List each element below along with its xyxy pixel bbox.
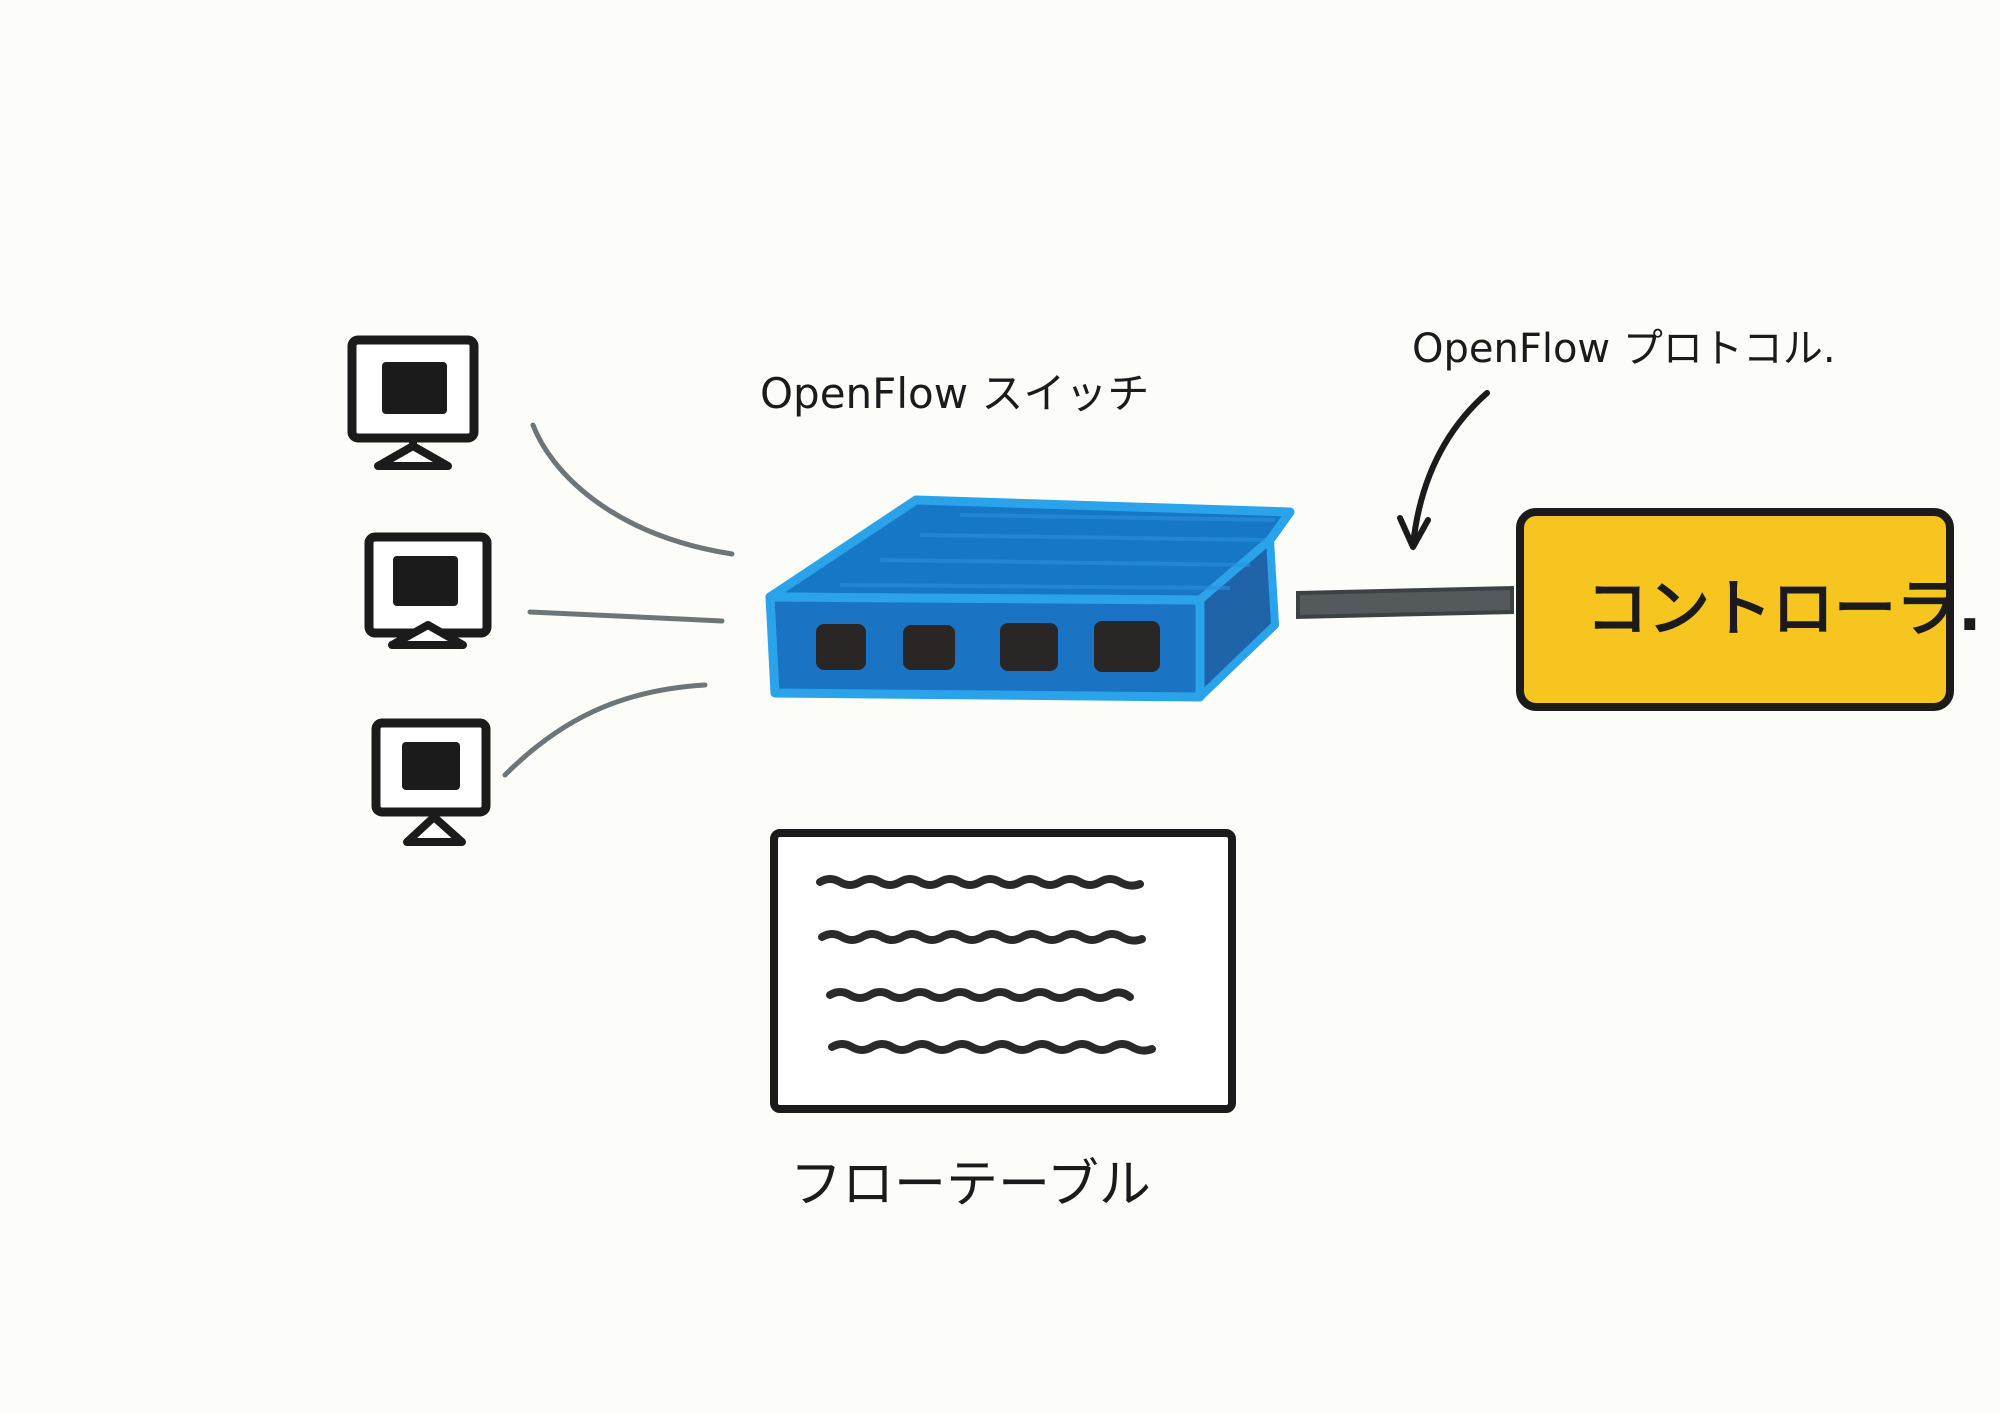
monitor-base xyxy=(403,813,466,846)
controller-cable xyxy=(1296,585,1514,620)
host-computer-2 xyxy=(364,532,492,649)
protocol-arrow xyxy=(1397,390,1490,550)
flow-table-rows xyxy=(816,875,1156,1055)
link-host-1 xyxy=(530,422,735,557)
flow-entry-1 xyxy=(816,875,1144,890)
protocol-label: OpenFlow プロトコル. xyxy=(1412,326,1836,372)
flow-entry-4 xyxy=(828,1040,1156,1055)
switch-port-3 xyxy=(1000,623,1058,671)
host-computer-1 xyxy=(347,335,479,470)
link-host-2 xyxy=(527,609,725,624)
protocol-arrow-head xyxy=(1397,515,1431,550)
flow-entry-3 xyxy=(826,988,1134,1002)
monitor-screen xyxy=(382,362,447,414)
switch-label: OpenFlow スイッチ xyxy=(760,369,1149,418)
flow-table xyxy=(770,829,1236,1113)
link-host-3 xyxy=(502,682,708,778)
host-computer-3 xyxy=(371,718,491,846)
openflow-switch xyxy=(765,495,1295,702)
monitor-screen xyxy=(393,556,458,606)
protocol-arrow-shaft xyxy=(1410,390,1490,548)
switch-ports xyxy=(816,621,1160,672)
flow-entry-2 xyxy=(818,930,1146,945)
host-links xyxy=(502,422,735,778)
switch-port-1 xyxy=(816,624,866,670)
monitor-screen xyxy=(402,742,460,790)
switch-front xyxy=(765,592,1205,702)
flow-table-label: フローテーブル xyxy=(790,1155,1151,1215)
controller-label: コントローラ. xyxy=(1586,572,1982,645)
switch-port-2 xyxy=(903,625,955,670)
switch-texture xyxy=(839,513,1276,590)
flow-table-box xyxy=(770,829,1236,1113)
controller-box xyxy=(1516,508,1954,711)
monitor-base xyxy=(388,621,467,649)
controller: コントローラ. xyxy=(1516,508,1982,711)
switch-port-4 xyxy=(1094,621,1160,672)
monitor-base xyxy=(374,442,452,470)
